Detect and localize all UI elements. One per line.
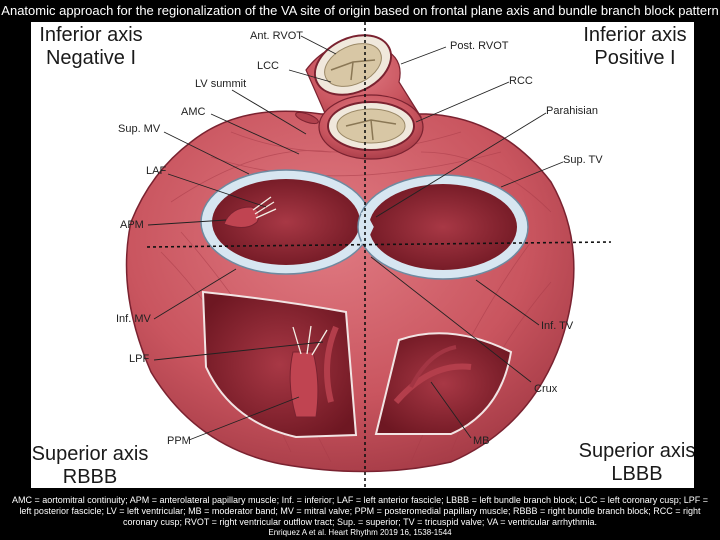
label-ant-rvot: Ant. RVOT — [250, 30, 303, 42]
leader-lines — [147, 35, 564, 441]
label-ppm: PPM — [167, 435, 191, 447]
label-rcc: RCC — [509, 75, 533, 87]
corner-superior-lbbb: Superior axis LBBB — [578, 440, 694, 485]
label-inf-mv: Inf. MV — [116, 313, 151, 325]
corner-inferior-negative-i: Inferior axis Negative I — [39, 24, 143, 69]
label-parahisian: Parahisian — [546, 105, 598, 117]
horizontal-axis — [146, 241, 612, 248]
label-post-rvot: Post. RVOT — [450, 40, 509, 52]
moderator-band — [393, 363, 472, 404]
label-sup-mv: Sup. MV — [118, 123, 161, 135]
figure-title: Anatomic approach for the regionalizatio… — [1, 3, 719, 18]
label-lpf: LPF — [129, 353, 150, 365]
heart-illustration — [125, 22, 612, 488]
corner-superior-rbbb: Superior axis RBBB — [31, 443, 149, 488]
lpf-fascicle — [324, 325, 339, 403]
coronary-ostium — [295, 111, 319, 125]
label-amc: AMC — [181, 106, 206, 118]
corner-inferior-positive-i: Inferior axis Positive I — [583, 24, 687, 69]
label-sup-tv: Sup. TV — [563, 154, 603, 166]
label-lv-summit: LV summit — [195, 78, 247, 90]
diagram-panel: Inferior axis Negative I Inferior axis P… — [31, 22, 694, 488]
label-lcc: LCC — [257, 60, 280, 72]
citation: Enriquez A et al. Heart Rhythm 2019 16, … — [268, 528, 452, 537]
label-inf-tv: Inf. TV — [541, 320, 574, 332]
ppm-muscle — [289, 351, 319, 418]
label-crux: Crux — [534, 383, 558, 395]
label-mb: MB — [473, 435, 490, 447]
label-laf: LAF — [146, 165, 167, 177]
rv-cavity — [374, 332, 513, 435]
abbreviations-footnote: AMC = aortomitral continuity; APM = ante… — [11, 495, 709, 527]
label-apm: APM — [120, 219, 144, 231]
